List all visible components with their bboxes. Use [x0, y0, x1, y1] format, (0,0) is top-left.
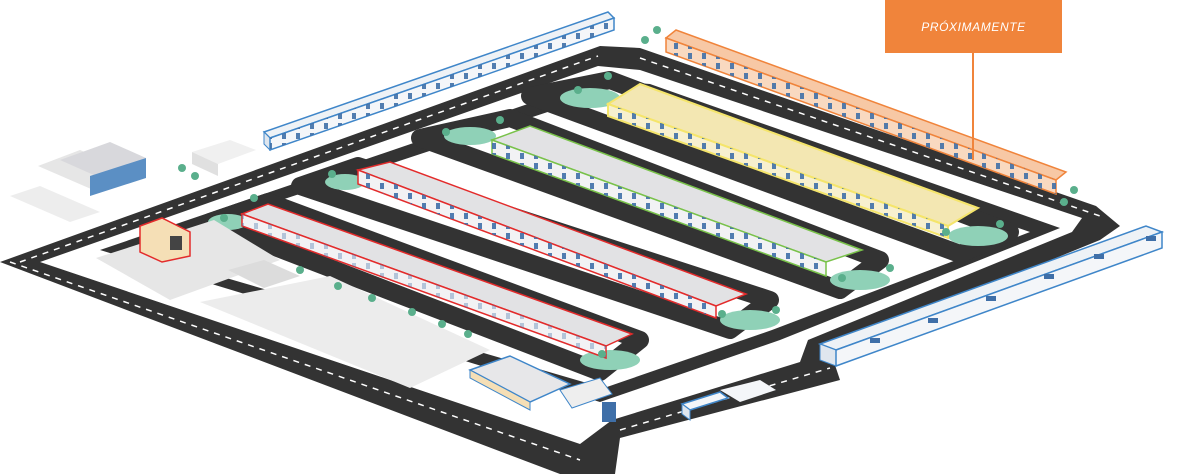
gate-buildings[interactable]: [680, 380, 776, 421]
modules-row-east[interactable]: [817, 225, 1165, 368]
lawns: [208, 88, 1008, 370]
coming-soon-badge[interactable]: PRÓXIMAMENTE: [885, 0, 1062, 53]
modules-row-north[interactable]: [262, 11, 616, 152]
warehouse-lot-2[interactable]: [355, 161, 749, 320]
coming-soon-units[interactable]: [664, 29, 1068, 196]
service-buildings[interactable]: [468, 355, 616, 422]
office-building[interactable]: [139, 217, 191, 263]
warehouse-lot-3[interactable]: [489, 125, 865, 278]
warehouse-lot-4[interactable]: [605, 82, 981, 240]
north-west-buildings: [10, 140, 256, 222]
trees: [178, 26, 1078, 358]
front-lot: [96, 220, 490, 388]
warehouse-lot-1[interactable]: [239, 203, 634, 360]
